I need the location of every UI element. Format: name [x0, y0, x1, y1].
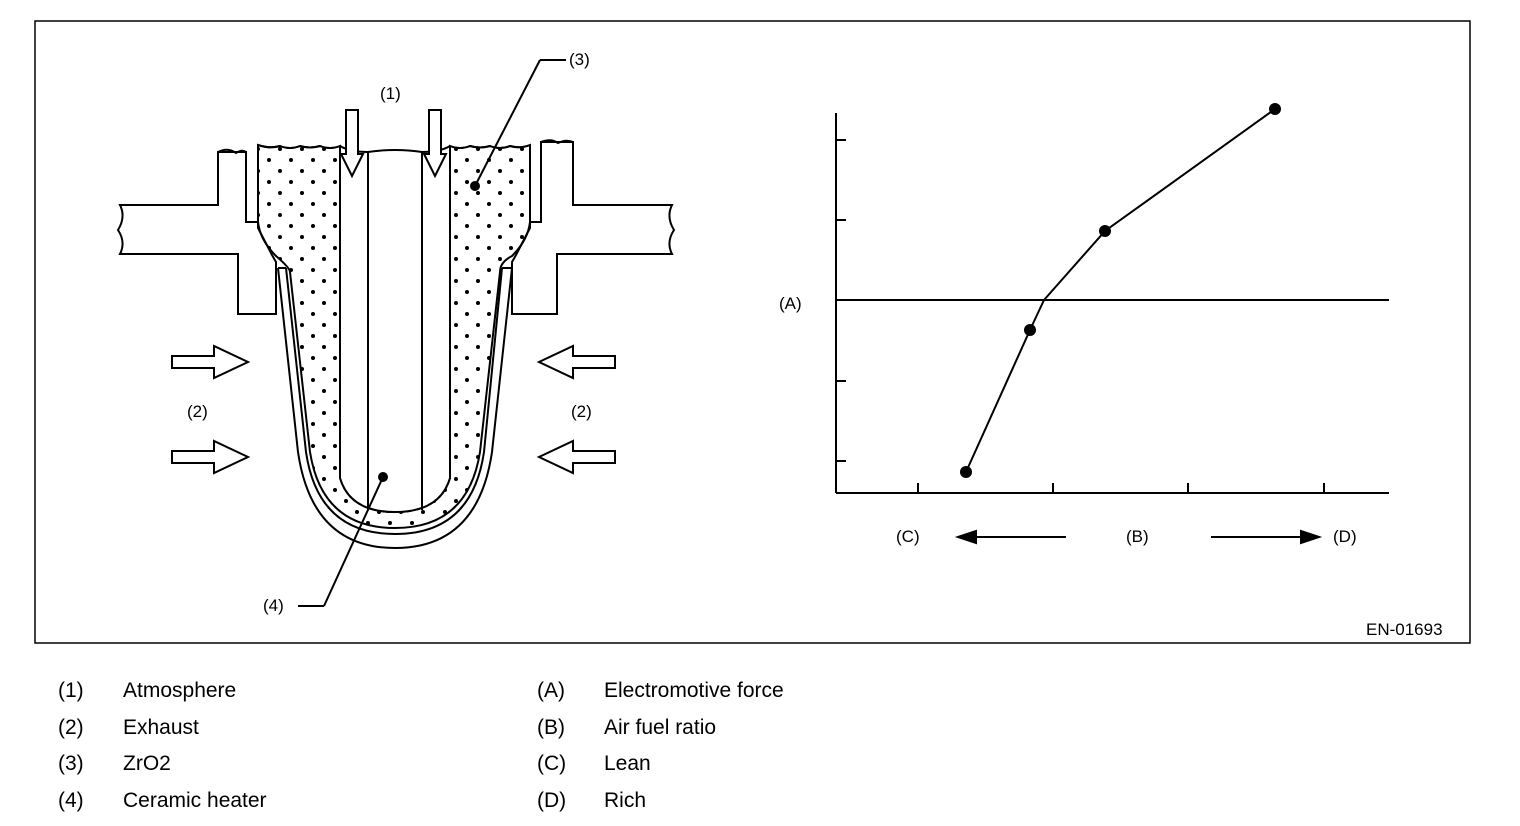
- legend-item: (B) Air fuel ratio: [537, 710, 784, 747]
- legend-sensor-parts: (1) Atmosphere (2) Exhaust (3) ZrO2 (4) Cera…: [58, 673, 267, 819]
- label-exhaust-right: (2): [571, 402, 592, 421]
- atmosphere-arrows: [339, 109, 448, 179]
- legend-text: Air fuel ratio: [604, 715, 717, 739]
- arrow-right-icon: [171, 439, 251, 475]
- label-ef: (A): [779, 294, 802, 313]
- arrow-right-icon: [1300, 529, 1323, 545]
- sensor-figure: (1) (3) (2) (2) (4) (A) (C) (B) (D): [34, 20, 1471, 644]
- curve-point: [1099, 225, 1111, 237]
- legend-id: (2): [58, 715, 84, 739]
- legend-item: (D) Rich: [537, 783, 784, 820]
- figure-frame: [34, 20, 1471, 644]
- legend-id: (A): [537, 679, 565, 703]
- arrow-down-icon: [339, 109, 365, 179]
- legend-item: (1) Atmosphere: [58, 673, 267, 710]
- label-rich: (D): [1333, 527, 1357, 546]
- leader-lines: [298, 59, 566, 607]
- legend-text: Electromotive force: [604, 679, 784, 703]
- legend-id: (D): [537, 788, 567, 812]
- legend-id: (B): [537, 715, 565, 739]
- housing-right: [511, 141, 676, 315]
- legend-item: (3) ZrO2: [58, 746, 267, 783]
- ef-curve: [965, 108, 1276, 473]
- arrow-left-icon: [954, 529, 977, 545]
- legend-text: ZrO2: [123, 752, 171, 776]
- legend-id: (C): [537, 752, 567, 776]
- curve-point: [960, 466, 972, 478]
- ef-graph: [835, 108, 1389, 494]
- legend-item: (C) Lean: [537, 746, 784, 783]
- legend-text: Atmosphere: [123, 679, 237, 703]
- heater-inner: [285, 267, 503, 536]
- inner-tube: [339, 146, 451, 514]
- legend-text: Rich: [604, 788, 647, 812]
- legend-id: (4): [58, 788, 84, 812]
- legend-item: (2) Exhaust: [58, 710, 267, 747]
- legend-item: (4) Ceramic heater: [58, 783, 267, 820]
- label-atmosphere: (1): [380, 84, 401, 103]
- label-lean: (C): [896, 527, 920, 546]
- label-zro2: (3): [569, 50, 590, 69]
- figure-code: EN-01693: [1366, 620, 1443, 639]
- arrow-down-icon: [422, 109, 448, 179]
- legend-text: Exhaust: [123, 715, 199, 739]
- arrow-left-icon: [536, 439, 616, 475]
- curve-points: [960, 103, 1281, 478]
- label-heater: (4): [263, 596, 284, 615]
- arrow-right-icon: [171, 344, 251, 380]
- sensor-diagram: [116, 139, 676, 550]
- arrow-left-icon: [536, 344, 616, 380]
- curve-point: [1269, 103, 1281, 115]
- legend-text: Ceramic heater: [123, 788, 267, 812]
- legend-id: (1): [58, 679, 84, 703]
- legend-graph-terms: (A) Electromotive force (B) Air fuel ratio…: [537, 673, 784, 819]
- housing-left: [116, 151, 277, 315]
- legend-text: Lean: [604, 752, 651, 776]
- label-exhaust-left: (2): [187, 402, 208, 421]
- legend-id: (3): [58, 752, 84, 776]
- legend-item: (A) Electromotive force: [537, 673, 784, 710]
- label-ratio: (B): [1126, 527, 1149, 546]
- ratio-arrows: [954, 529, 1323, 545]
- curve-point: [1024, 324, 1036, 336]
- exhaust-arrows: [171, 344, 616, 475]
